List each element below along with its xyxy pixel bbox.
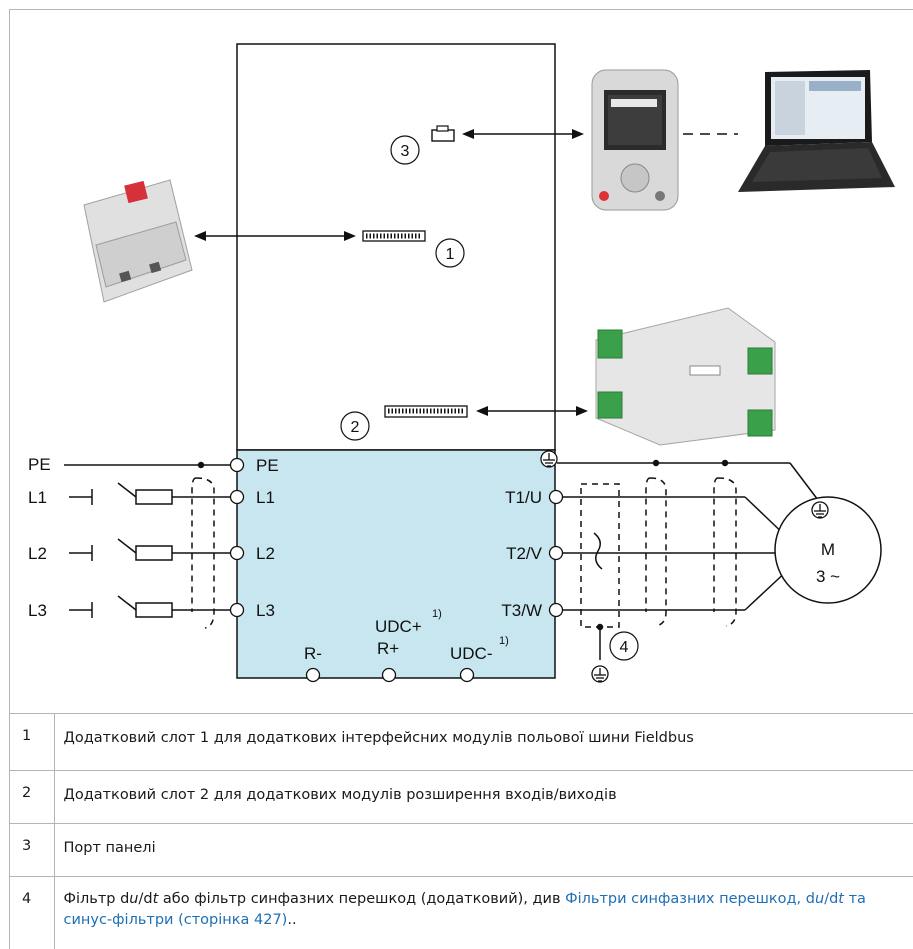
panel-port-connector (431, 125, 455, 142)
arrow-io-extension (476, 406, 588, 416)
terminal-label-t2v: T2/V (506, 544, 543, 563)
control-panel-image (591, 69, 679, 211)
legend-table: 1 Додатковий слот 1 для додаткових інтер… (9, 713, 913, 949)
terminal-label-l1: L1 (256, 488, 275, 507)
supply-label-pe: PE (28, 455, 51, 474)
terminal-label-t3w: T3/W (501, 601, 542, 620)
svg-text:3: 3 (401, 143, 410, 160)
svg-text:2: 2 (351, 419, 360, 436)
io-extension-module-image (595, 307, 776, 446)
legend-text: Фільтр du/dt або фільтр синфазних перешк… (54, 876, 913, 949)
terminal-label-t1u: T1/U (505, 488, 542, 507)
dc-brake-terminals (305, 667, 475, 683)
legend-text: Додатковий слот 2 для додаткових модулів… (54, 770, 913, 824)
motor-ground-icon (811, 501, 829, 519)
terminal-label-l3: L3 (256, 601, 275, 620)
svg-text:4: 4 (620, 639, 629, 656)
callout-4: 4 (609, 631, 639, 661)
legend-number: 1 (9, 713, 55, 771)
io-extension-slot-connector (384, 405, 468, 418)
drive-unit-body (236, 43, 556, 451)
legend-row: 1 Додатковий слот 1 для додаткових інтер… (9, 713, 913, 771)
supply-label-l1: L1 (28, 488, 47, 507)
svg-text:1: 1 (446, 246, 455, 263)
motor-label-m: M (821, 540, 835, 559)
supply-label-l3: L3 (28, 601, 47, 620)
motor-label-phases: 3 ~ (816, 567, 840, 586)
laptop-image (738, 70, 895, 192)
legend-text: Додатковий слот 1 для додаткових інтерфе… (54, 713, 913, 771)
supply-label-l2: L2 (28, 544, 47, 563)
power-terminal-area (236, 449, 556, 679)
legend-row: 4 Фільтр du/dt або фільтр синфазних пере… (9, 876, 913, 949)
legend-number: 2 (9, 770, 55, 824)
terminal-label-r-minus: R- (304, 644, 322, 663)
motor-wiring (557, 459, 819, 660)
filters-page-link[interactable]: Фільтри синфазних перешкод, du/dt та син… (63, 891, 866, 928)
figure-frame (9, 9, 913, 949)
output-terminals (548, 489, 564, 618)
legend-number: 3 (9, 823, 55, 877)
callout-2: 2 (340, 411, 370, 441)
supply-wiring (64, 461, 231, 629)
terminal-label-r-plus: R+ (377, 639, 399, 658)
filter-ground-icon (591, 665, 609, 683)
drive-connection-diagram: 3 1 (28, 43, 895, 683)
legend-row: 3 Порт панелі (9, 823, 913, 877)
terminal-label-udc-plus: UDC+ (375, 617, 422, 636)
arrow-panel-port (462, 129, 584, 139)
udc-minus-footnote: 1) (499, 635, 509, 647)
callout-3: 3 (390, 135, 420, 165)
motor-symbol: M 3 ~ (774, 496, 882, 604)
terminal-label-udc-minus: UDC- (450, 644, 493, 663)
legend-row: 2 Додатковий слот 2 для додаткових модул… (9, 770, 913, 824)
callout-1: 1 (435, 238, 465, 268)
drive-ground-icon (540, 450, 558, 468)
terminal-label-l2: L2 (256, 544, 275, 563)
legend-text: Порт панелі (54, 823, 913, 877)
fieldbus-module-image (83, 179, 193, 303)
udc-plus-footnote: 1) (432, 608, 442, 620)
arrow-fieldbus (194, 231, 356, 241)
fieldbus-slot-connector (362, 230, 426, 242)
terminal-label-pe: PE (256, 456, 279, 475)
legend-number: 4 (9, 876, 55, 949)
input-terminals (229, 457, 245, 618)
